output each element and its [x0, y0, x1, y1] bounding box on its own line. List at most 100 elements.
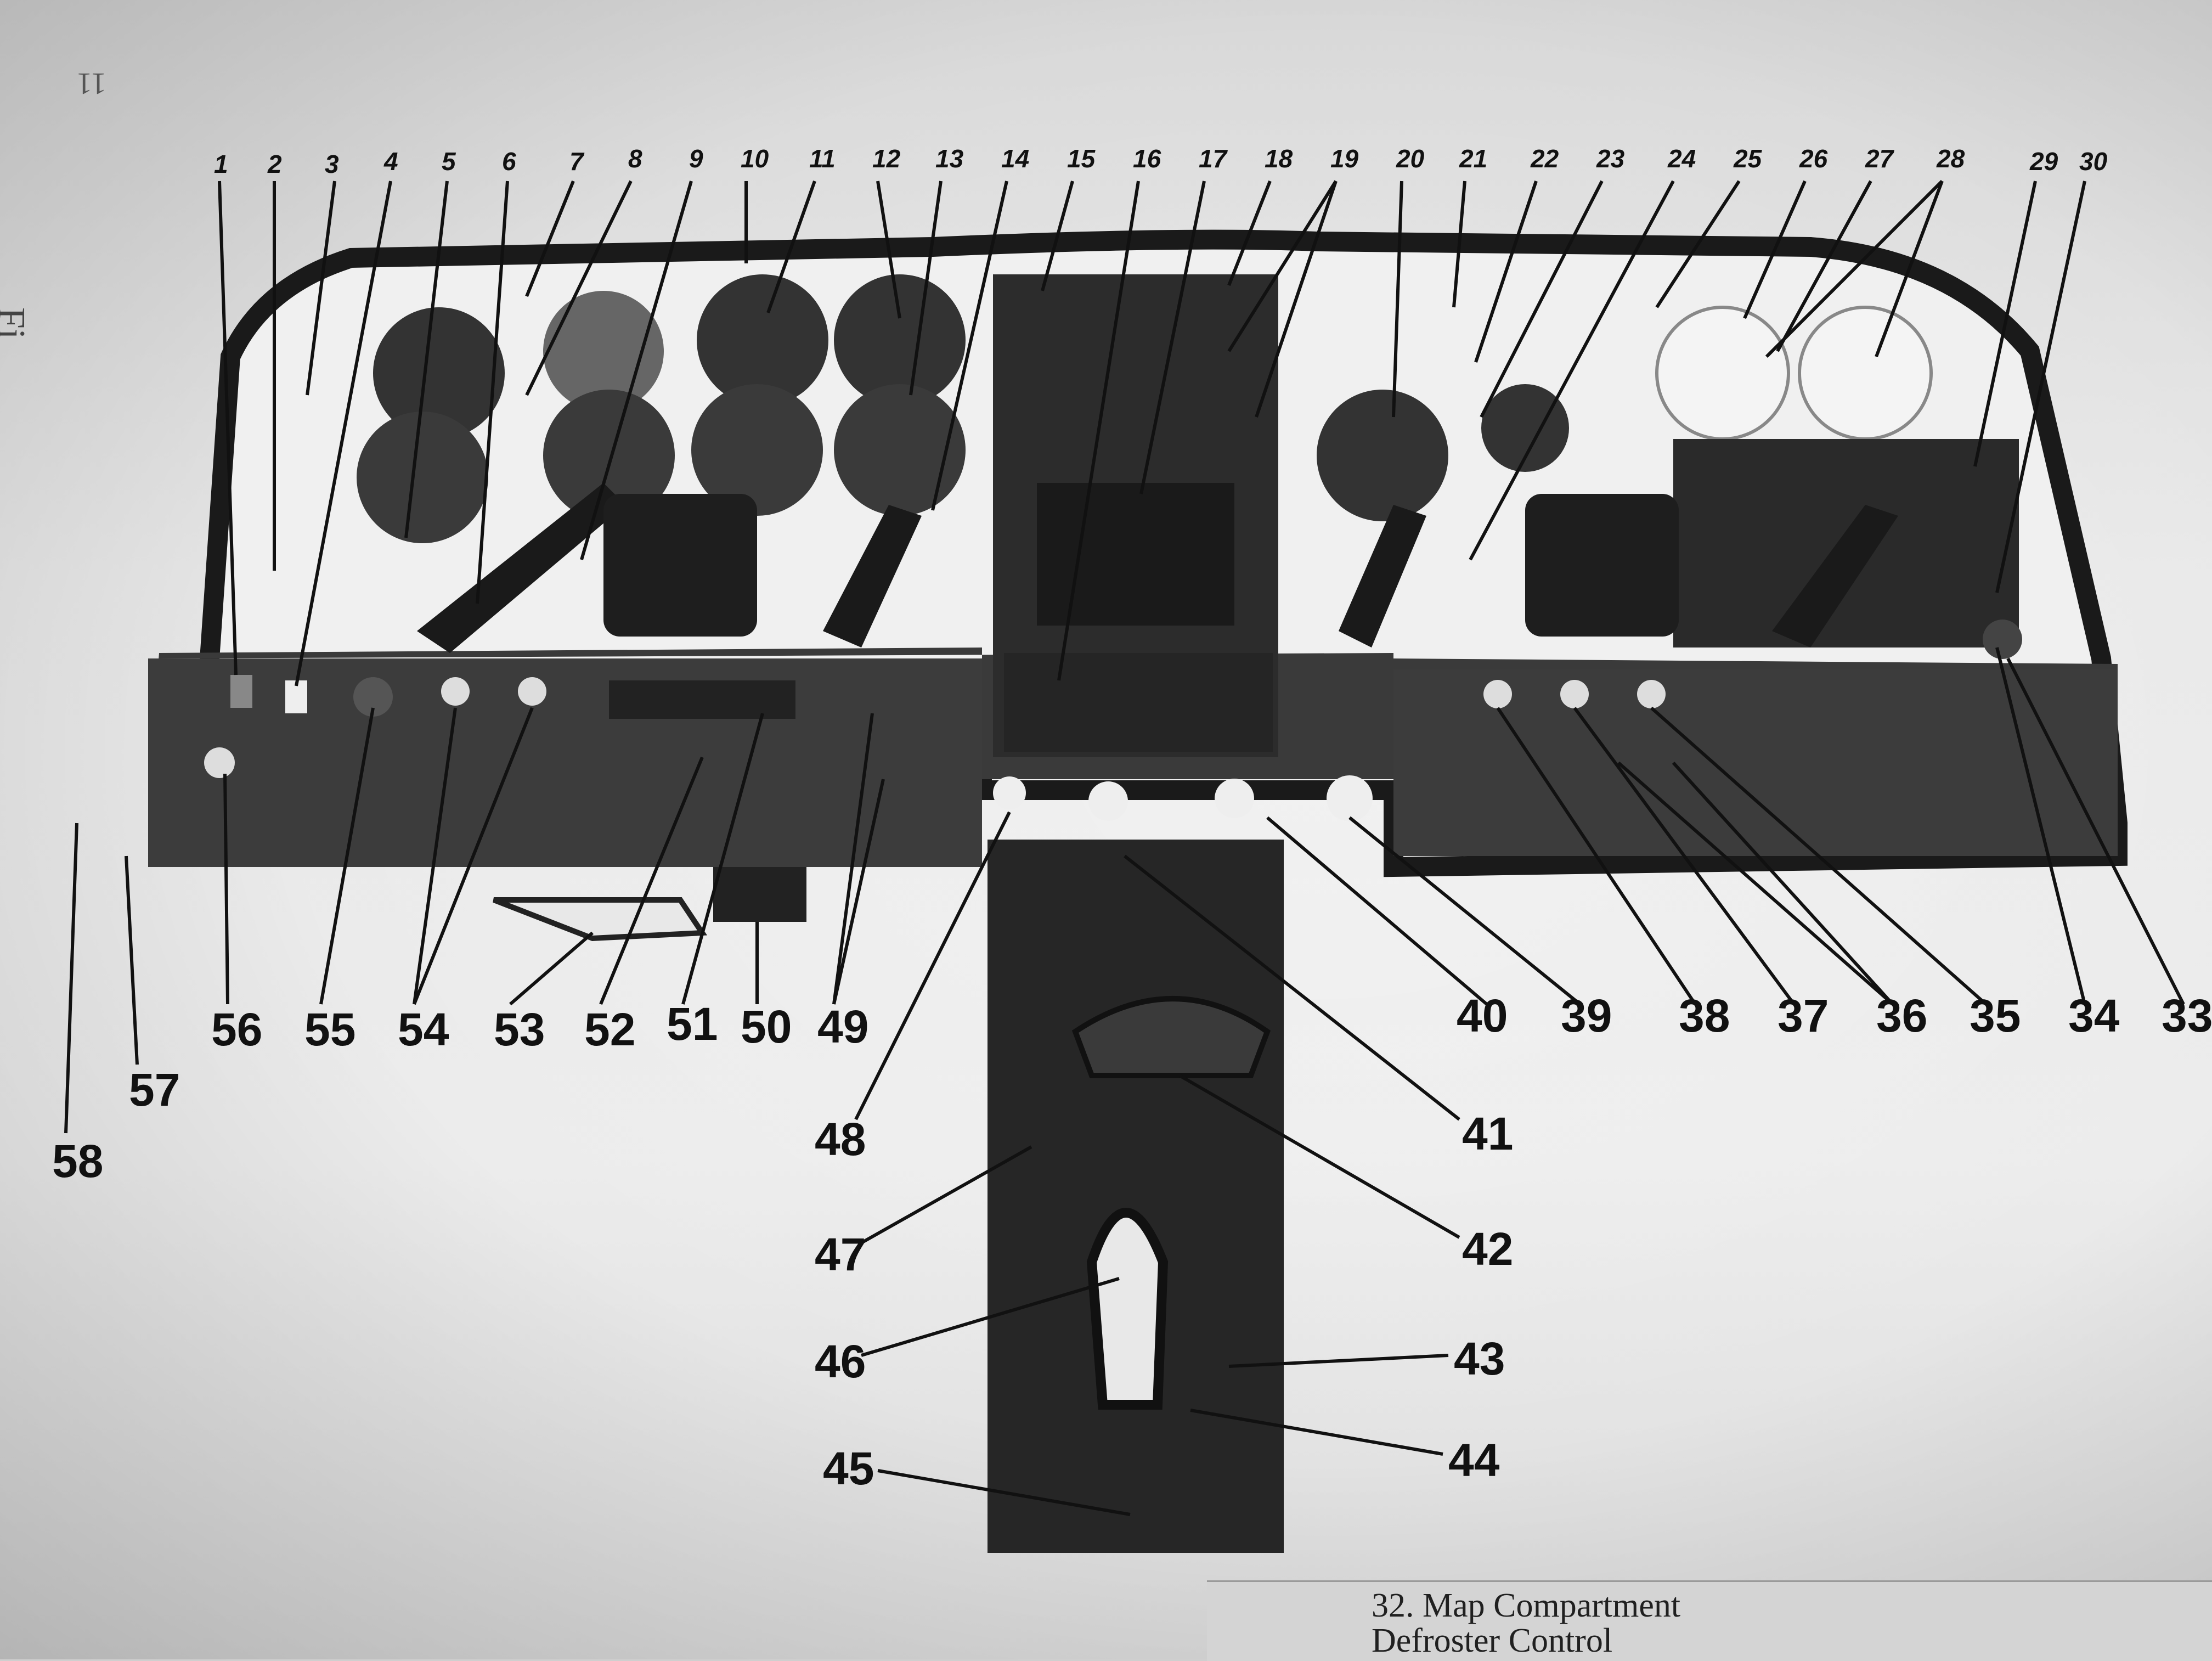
rocker-switch-bank: [609, 680, 795, 719]
callout-3: 3: [325, 150, 339, 178]
legend-line-33: Defroster Control: [1372, 1622, 1613, 1659]
callout-53: 53: [494, 1004, 545, 1055]
copilot-yoke-arm: [1339, 505, 1426, 647]
callout-49: 49: [817, 1001, 868, 1052]
empty-instrument-slot: [1655, 306, 1790, 441]
leader-line: [525, 180, 575, 297]
switch: [230, 675, 252, 708]
knob: [1637, 680, 1666, 708]
callout-16: 16: [1133, 144, 1161, 173]
empty-instrument-slot: [1798, 306, 1933, 441]
leader-line: [1124, 854, 1460, 1121]
leader-line: [1655, 180, 1741, 308]
callout-57: 57: [129, 1064, 180, 1116]
callout-5: 5: [442, 147, 456, 176]
pilot-yoke-arm-right: [823, 505, 922, 647]
leader-line: [931, 181, 1008, 511]
leader-line: [580, 181, 693, 560]
leader-line: [1776, 180, 1872, 352]
leader-line: [476, 181, 509, 604]
leader-line: [860, 1145, 1032, 1245]
leader-line: [1672, 761, 1894, 1006]
callout-21: 21: [1459, 144, 1487, 173]
callout-40: 40: [1457, 990, 1508, 1041]
fuel-shutoff: [713, 867, 806, 922]
leader-line: [766, 180, 816, 314]
leader-line: [2006, 657, 2185, 1005]
trim-wheel: [1071, 996, 1271, 1078]
knob: [1560, 680, 1589, 708]
callout-1: 1: [214, 150, 228, 178]
leader-line: [1973, 181, 2037, 467]
leader-line: [832, 779, 885, 1005]
leader-line: [877, 1469, 1131, 1516]
callout-33: 33: [2162, 990, 2212, 1041]
leader-line: [525, 180, 633, 396]
leader-line: [1743, 180, 1807, 319]
leader-lines: [64, 179, 2185, 1516]
callout-8: 8: [628, 144, 642, 173]
callout-9: 9: [689, 144, 703, 173]
leader-line: [218, 181, 238, 675]
leader-line: [854, 811, 1011, 1121]
callout-56: 56: [211, 1004, 262, 1055]
leader-line: [1452, 181, 1466, 308]
knob: [1483, 680, 1512, 708]
facing-page-legend: 32. Map Compartment Defroster Control: [1207, 1580, 2212, 1661]
leader-line: [509, 931, 594, 1006]
knob: [1327, 775, 1373, 821]
callout-6: 6: [502, 147, 516, 176]
copilot-yoke-hub: [1525, 494, 1679, 637]
callout-27: 27: [1865, 144, 1895, 173]
leader-line: [413, 707, 457, 1005]
callout-29: 29: [2029, 147, 2058, 176]
legend-line-32: 32. Map Compartment: [1372, 1587, 1681, 1624]
callout-22: 22: [1530, 144, 1559, 173]
panel-artwork: [148, 229, 2128, 1553]
callout-39: 39: [1561, 990, 1612, 1041]
leader-line: [1765, 179, 1944, 358]
leader-line: [295, 181, 392, 686]
leader-line: [1255, 181, 1338, 418]
throttle-handle: [1086, 1208, 1169, 1410]
callout-46: 46: [815, 1336, 866, 1387]
callout-24: 24: [1667, 144, 1696, 173]
right-switch-panel: [1393, 669, 2118, 856]
callout-54: 54: [398, 1004, 449, 1055]
course-deviation-indicator: [834, 384, 966, 516]
callout-18: 18: [1265, 144, 1293, 173]
knob: [204, 747, 235, 778]
copilot-yoke-arm-right: [1772, 505, 1898, 647]
callout-11: 11: [809, 144, 836, 173]
callout-15: 15: [1067, 144, 1096, 173]
leader-line: [1480, 180, 1604, 418]
leader-line: [306, 181, 336, 396]
right-attitude-indicator: [1317, 390, 1448, 521]
callout-12: 12: [872, 144, 901, 173]
callout-37: 37: [1778, 990, 1829, 1041]
knob: [993, 776, 1026, 809]
leader-line: [1995, 647, 2086, 1005]
callout-4: 4: [383, 147, 398, 176]
callout-numbers: 1 2 3 4 5 6 7 8 9 10 11 12 13 14 15 16 1…: [52, 144, 2212, 1494]
leader-line: [1650, 706, 1987, 1006]
knob: [353, 677, 393, 717]
callout-50: 50: [741, 1001, 792, 1052]
leader-line: [1496, 707, 1697, 1005]
callout-14: 14: [1001, 144, 1029, 173]
leader-line: [861, 1277, 1120, 1357]
parking-brake-handle: [493, 897, 708, 942]
leader-line: [223, 773, 229, 1005]
callout-45: 45: [823, 1443, 874, 1494]
knob: [1983, 620, 2022, 659]
callout-10: 10: [741, 144, 769, 173]
callout-58: 58: [52, 1135, 103, 1187]
leader-line: [64, 823, 78, 1134]
leader-line: [413, 707, 534, 1005]
callout-23: 23: [1596, 144, 1625, 173]
knob: [441, 677, 470, 706]
altimeter: [834, 274, 966, 406]
leader-line: [909, 181, 943, 396]
leader-line: [1348, 816, 1581, 1006]
leader-line: [1573, 707, 1796, 1005]
